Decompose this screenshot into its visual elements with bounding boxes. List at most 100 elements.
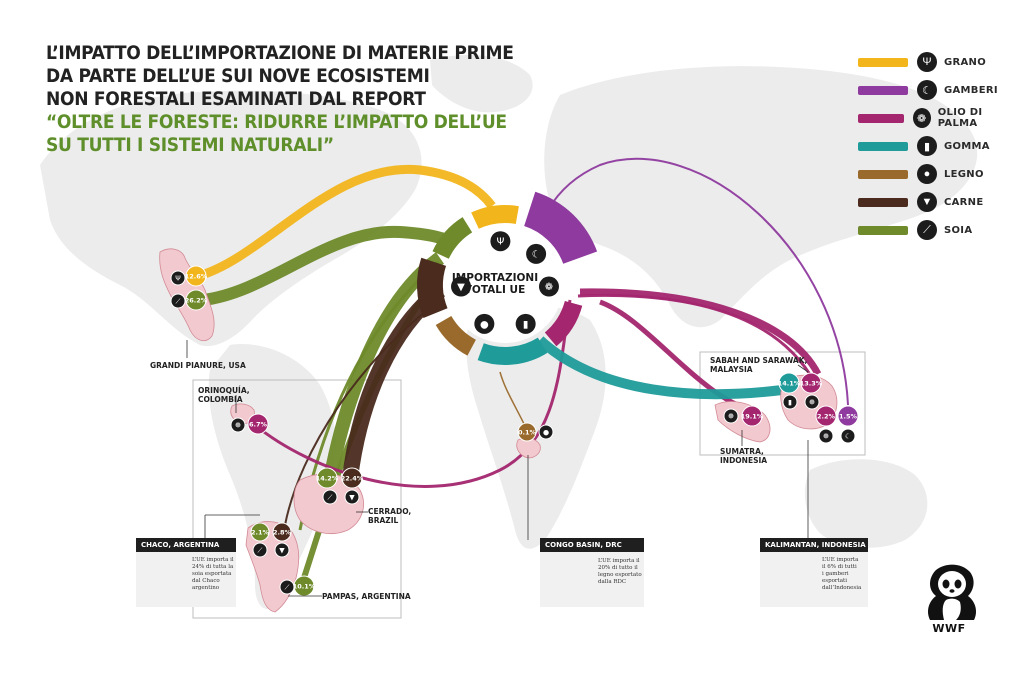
info-line: 24% di tutta la — [192, 564, 234, 570]
kalimantan-box-text: L’UE importa il 6% di tutti i gamberi es… — [822, 557, 868, 592]
wwf-logo-text: WWF — [932, 622, 966, 635]
legend-swatch — [858, 141, 908, 151]
info-line: argentino — [192, 585, 220, 591]
wheat-icon-glyph: Ψ — [496, 237, 504, 248]
soy-icon: ⟋ — [917, 220, 937, 240]
soy-icon — [322, 489, 338, 505]
legend-item: ▮GOMMA — [858, 132, 1018, 160]
flow-carne — [284, 299, 441, 526]
legend-label: SOIA — [944, 224, 973, 236]
congo-box-title: CONGO BASIN, DRC — [540, 538, 644, 552]
info-line: dalla RDC — [598, 579, 627, 585]
badge-usa-soia — [185, 289, 207, 311]
badge-chaco-soia — [250, 522, 270, 542]
chaco-box-text: L’UE importa il 24% di tutta la soia esp… — [192, 557, 236, 592]
badge-value: 10.1% — [293, 583, 316, 591]
hub-segment-carne — [417, 257, 448, 318]
label-line: CERRADO, — [368, 507, 412, 516]
flow-olio-di-palma — [254, 299, 572, 488]
label-cerrado: CERRADO, BRAZIL — [368, 507, 411, 525]
info-line: i gamberi — [822, 571, 849, 577]
hub-segment-gomma — [477, 337, 548, 365]
eu-imports-hub: Ψ☾❁▮●▼ — [417, 191, 598, 365]
leader-lines — [186, 340, 809, 597]
badge-kalimantan-gamberi — [837, 405, 859, 427]
legend-item: ❁OLIO DI PALMA — [858, 104, 1018, 132]
soy-icon — [252, 542, 268, 558]
palm-fruit-icon-glyph: ❁ — [545, 282, 553, 293]
info-line: 20% di tutto il — [598, 565, 638, 571]
wheat-icon — [490, 231, 511, 252]
inset-frames — [192, 351, 866, 619]
label-pampas: PAMPAS, ARGENTINA — [322, 592, 411, 601]
label-line: SABAH AND SARAWAK, — [710, 356, 808, 365]
hub-segment-gamberi — [524, 191, 598, 264]
cow-icon — [344, 489, 360, 505]
palm-fruit-icon — [230, 417, 246, 433]
region-sumatra — [714, 401, 771, 443]
label-line: INDONESIA — [720, 456, 768, 465]
label-orinoquia: ORINOQUÍA, COLOMBIA — [198, 386, 250, 404]
hub-segment-olio-di-palma — [544, 301, 583, 347]
flow-gomma — [536, 336, 783, 400]
soy-icon-glyph: ⟋ — [258, 547, 263, 555]
shrimp-icon: ☾ — [917, 80, 937, 100]
badge-value: 2.1% — [251, 529, 270, 537]
hub-title-line2: TOTALI UE — [464, 284, 526, 296]
flow-gamberi — [547, 158, 849, 406]
badge-kalimantan-palma — [815, 405, 837, 427]
badge-value: 14.1% — [778, 380, 801, 388]
badge-value: 22.4% — [341, 475, 364, 483]
wood-icon — [538, 424, 554, 440]
rubber-icon-glyph: ▮ — [523, 319, 529, 330]
share-badges: 12.6%26.2%6.7%14.2%22.4%2.1%2.8%10.1%0.1… — [170, 265, 859, 597]
palm-fruit-icon — [804, 394, 820, 410]
badge-sumatra-palma — [741, 405, 763, 427]
cow-icon: ▼ — [917, 192, 937, 212]
legend-swatch — [858, 85, 908, 95]
info-line: esportati — [822, 578, 847, 584]
title-line: DA PARTE DELL’UE SUI NOVE ECOSISTEMI — [46, 65, 430, 87]
chaco-box-title: CHACO, ARGENTINA — [136, 538, 236, 552]
badge-value: 26.2% — [185, 297, 208, 305]
badge-colombia-palma — [247, 413, 269, 435]
label-line: COLOMBIA — [198, 395, 243, 404]
kalimantan-box-title: KALIMANTAN, INDONESIA — [760, 538, 868, 552]
legend-swatch — [858, 113, 904, 123]
subtitle-line: SU TUTTI I SISTEMI NATURALI” — [46, 134, 334, 156]
wood-icon-glyph: ● — [480, 319, 489, 330]
info-donuts: 24%20%6% — [141, 558, 815, 604]
shrimp-icon-glyph: ☾ — [532, 249, 541, 260]
subtitle-line: “OLTRE LE FORESTE: RIDURRE L’IMPATTO DEL… — [46, 111, 507, 133]
wheat-icon: Ψ — [917, 52, 937, 72]
legend-swatch — [858, 57, 908, 67]
badge-chaco-carne — [272, 522, 292, 542]
cow-icon-glyph: ▼ — [279, 547, 285, 555]
kalimantan-box — [760, 552, 868, 607]
page-title: L’IMPATTO DELL’IMPORTAZIONE DI MATERIE P… — [46, 42, 516, 157]
legend-swatch — [858, 225, 908, 235]
legend-label: LEGNO — [944, 168, 984, 180]
chaco-box — [136, 552, 236, 607]
rubber-icon — [515, 313, 536, 334]
legend-item: ● LEGNO — [858, 160, 1018, 188]
legend-item: ⟋ SOIA — [858, 216, 1018, 244]
hub-segment-soia — [432, 217, 473, 259]
cow-icon — [451, 276, 472, 297]
wood-icon: ● — [917, 164, 937, 184]
title-line: NON FORESTALI ESAMINATI DAL REPORT — [46, 88, 426, 110]
badge-cerrado-carne — [341, 467, 363, 489]
soy-icon-glyph: ⟋ — [328, 494, 333, 502]
legend-label: OLIO DI PALMA — [937, 107, 983, 129]
badge-value: 13.3% — [800, 380, 823, 388]
badge-value: 14.2% — [316, 475, 339, 483]
soy-icon — [170, 293, 186, 309]
badge-value: 2.8% — [273, 529, 292, 537]
badge-congo-legno — [517, 422, 537, 442]
rubber-icon — [782, 394, 798, 410]
flow-olio-di-palma — [579, 288, 822, 376]
badge-cerrado-soia — [316, 467, 338, 489]
soy-icon — [279, 579, 295, 595]
badge-usa-grano — [185, 265, 207, 287]
